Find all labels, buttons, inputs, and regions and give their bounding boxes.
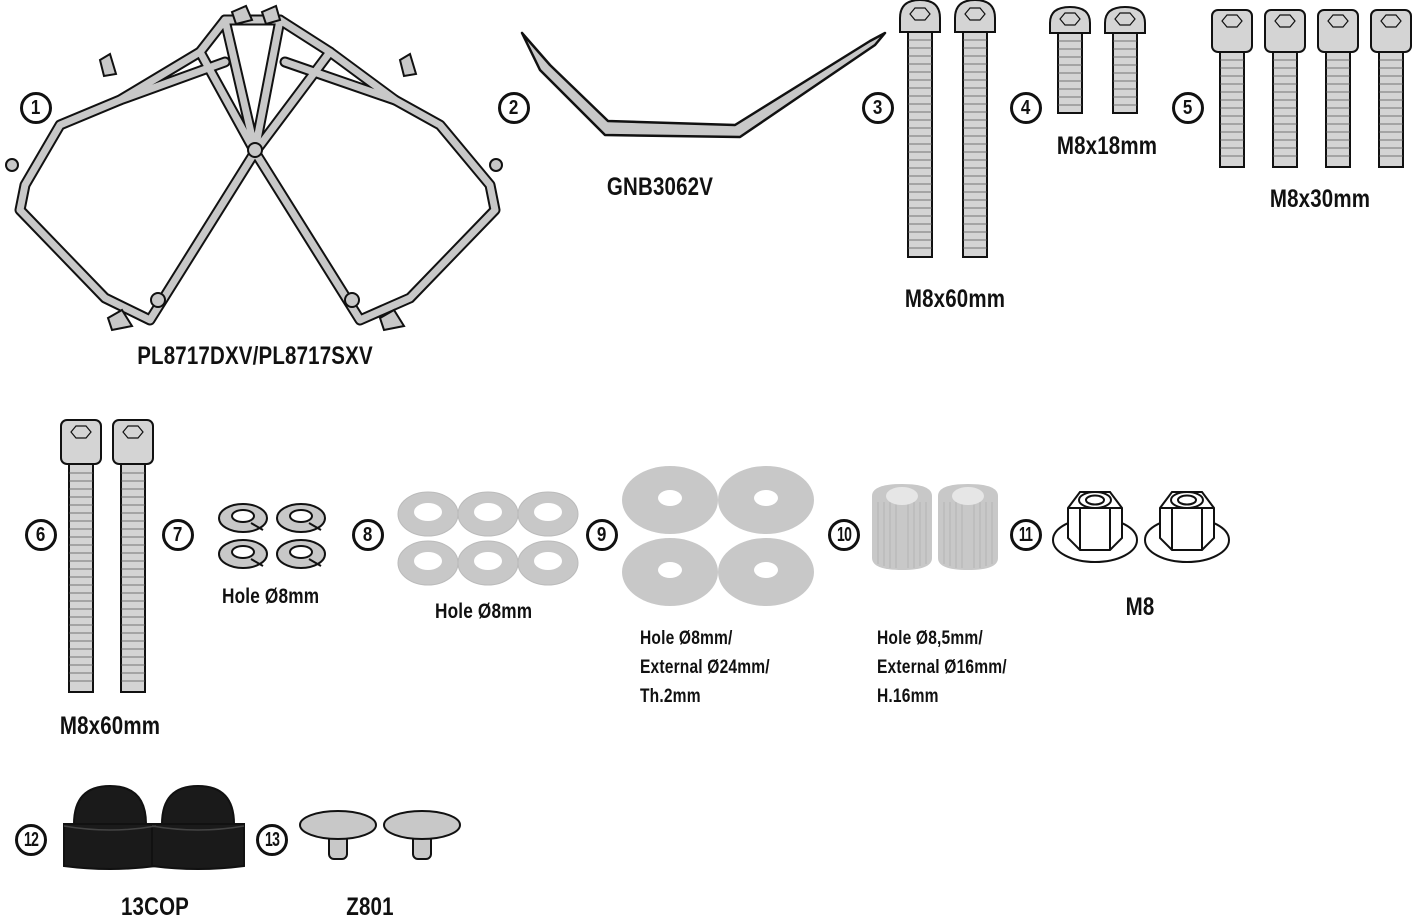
spring-washer-set-illustration: [218, 503, 326, 569]
item-label-8: Hole Ø8mm: [435, 600, 533, 623]
item-number-11: 11: [1010, 519, 1042, 551]
bolt-m8x30-set-illustration: [1211, 9, 1412, 168]
item-number-9: 9: [586, 519, 618, 551]
spacer-pair-illustration: [872, 484, 998, 570]
rubber-plug-pair-illustration: [299, 810, 461, 860]
item-number-2: 2: [498, 92, 530, 124]
item-label-4: M8x18mm: [1056, 132, 1158, 160]
flange-nut-pair-illustration: [1052, 491, 1230, 563]
item-label-9: Hole Ø8mm/ External Ø24mm/ Th.2mm: [640, 624, 770, 711]
item-label-10-line-1: Hole Ø8,5mm/: [877, 628, 983, 649]
black-cap-pair-illustration: [63, 784, 245, 870]
bolt-m8x18-pair-illustration: [1049, 5, 1146, 114]
item-number-12: 12: [15, 824, 47, 856]
item-label-7: Hole Ø8mm: [222, 585, 320, 608]
bolt-m8x60-socket-pair-illustration: [60, 419, 154, 693]
item-number-7: 7: [162, 519, 194, 551]
item-label-10: Hole Ø8,5mm/ External Ø16mm/ H.16mm: [877, 624, 1007, 711]
item-label-3: M8x60mm: [904, 285, 1006, 313]
item-number-10: 10: [828, 519, 860, 551]
item-number-4: 4: [1010, 92, 1042, 124]
item-label-6: M8x60mm: [59, 712, 161, 740]
item-label-10-line-2: External Ø16mm/: [877, 657, 1007, 678]
bolt-m8x60-pair-illustration: [899, 0, 996, 258]
item-label-5: M8x30mm: [1269, 185, 1371, 213]
item-label-13: Z801: [346, 893, 394, 921]
item-label-9-line-3: Th.2mm: [640, 686, 701, 707]
side-frame-illustration: [5, 4, 503, 332]
item-number-8: 8: [352, 519, 384, 551]
large-washer-set-illustration: [622, 466, 814, 606]
bracket-illustration: [520, 31, 887, 139]
item-number-1: 1: [20, 92, 52, 124]
item-label-10-line-3: H.16mm: [877, 686, 939, 707]
item-number-6: 6: [25, 519, 57, 551]
item-label-11: M8: [1125, 593, 1155, 621]
item-number-13: 13: [256, 824, 288, 856]
item-label-2: GNB3062V: [606, 173, 714, 201]
flat-washer-set-illustration: [397, 491, 579, 586]
item-label-1: PL8717DXV/PL8717SXV: [137, 342, 373, 370]
item-label-12: 13COP: [120, 893, 190, 921]
item-label-9-line-2: External Ø24mm/: [640, 657, 770, 678]
item-number-3: 3: [862, 92, 894, 124]
item-number-5: 5: [1172, 92, 1204, 124]
item-label-9-line-1: Hole Ø8mm/: [640, 628, 733, 649]
